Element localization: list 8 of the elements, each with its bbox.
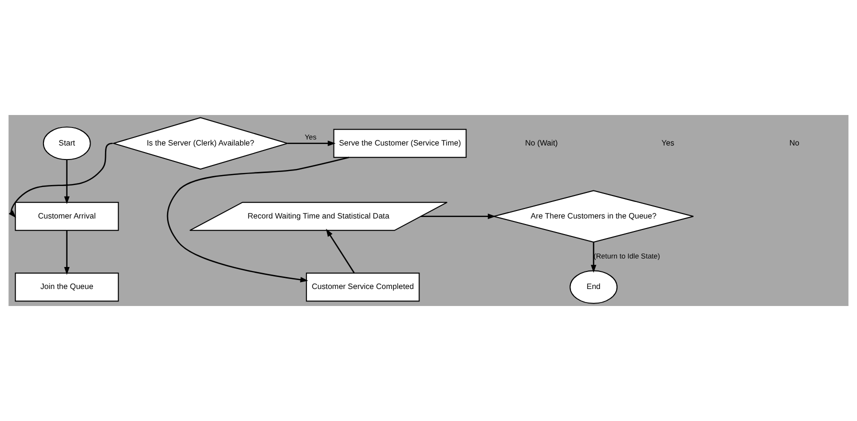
arrow xyxy=(8,142,113,218)
arrow xyxy=(64,160,70,204)
arrow xyxy=(590,242,596,273)
arrow xyxy=(420,214,496,220)
arrow xyxy=(288,140,336,146)
arrow xyxy=(166,156,350,282)
arrow xyxy=(326,228,355,274)
arrow xyxy=(64,230,70,275)
